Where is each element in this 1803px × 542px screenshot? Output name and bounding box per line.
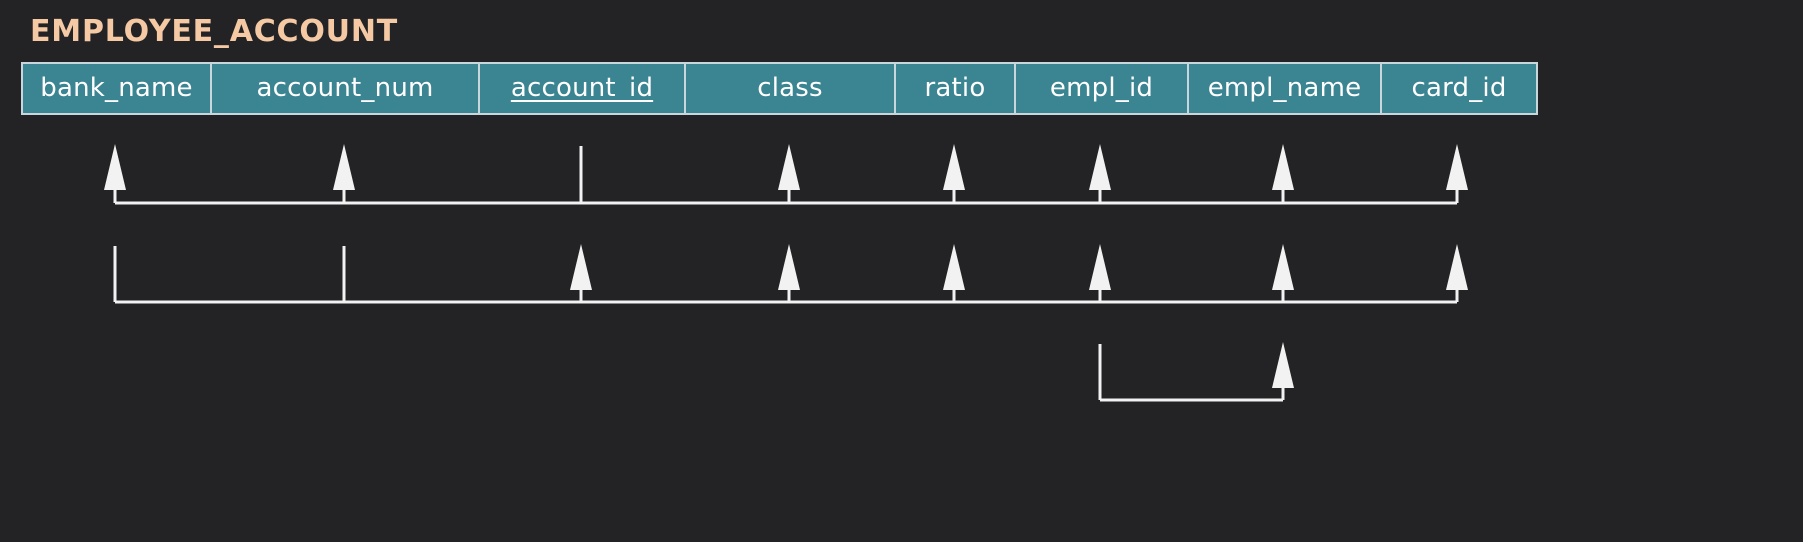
dependency-arrow-icon-ratio bbox=[943, 244, 965, 290]
attribute-label: empl_name bbox=[1207, 72, 1362, 103]
dependency-arrow-icon-ratio bbox=[943, 144, 965, 190]
attribute-cell-empl_id[interactable]: empl_id bbox=[1016, 64, 1189, 113]
attribute-label: bank_name bbox=[40, 72, 193, 103]
dependency-arrow-icon-empl_name bbox=[1272, 342, 1294, 388]
attribute-label: ratio bbox=[924, 72, 986, 103]
attribute-cell-account_num[interactable]: account_num bbox=[212, 64, 480, 113]
attribute-cell-card_id[interactable]: card_id bbox=[1382, 64, 1536, 113]
dependency-fd-2 bbox=[113, 244, 1468, 304]
dependency-arrow-icon-account_num bbox=[333, 144, 355, 190]
dependency-arrow-icon-card_id bbox=[1446, 244, 1468, 290]
dependency-fd-1 bbox=[104, 144, 1468, 205]
attribute-label: class bbox=[757, 72, 823, 103]
attribute-cell-ratio[interactable]: ratio bbox=[896, 64, 1016, 113]
attribute-cell-class[interactable]: class bbox=[686, 64, 896, 113]
attribute-cell-empl_name[interactable]: empl_name bbox=[1189, 64, 1382, 113]
attribute-cell-bank_name[interactable]: bank_name bbox=[23, 64, 212, 113]
dependency-arrow-icon-empl_id bbox=[1089, 144, 1111, 190]
dependency-arrow-icon-empl_name bbox=[1272, 144, 1294, 190]
dependency-arrow-icon-class bbox=[778, 144, 800, 190]
attribute-label: account_id bbox=[510, 72, 654, 103]
attribute-label: account_num bbox=[256, 72, 434, 103]
dependency-arrow-icon-bank_name bbox=[104, 144, 126, 190]
dependency-arrow-icon-empl_name bbox=[1272, 244, 1294, 290]
dependency-fd-3 bbox=[1098, 342, 1294, 402]
dependency-arrow-icon-empl_id bbox=[1089, 244, 1111, 290]
attribute-label: card_id bbox=[1411, 72, 1507, 103]
dependency-arrow-icon-account_id bbox=[570, 244, 592, 290]
dependency-arrow-icon-class bbox=[778, 244, 800, 290]
attribute-header-row: bank_name account_num account_id class ratio… bbox=[21, 62, 1538, 115]
attribute-label: empl_id bbox=[1049, 72, 1154, 103]
dependency-arrow-icon-card_id bbox=[1446, 144, 1468, 190]
relation-title: EMPLOYEE_ACCOUNT bbox=[30, 14, 399, 49]
attribute-cell-account_id[interactable]: account_id bbox=[480, 64, 686, 113]
